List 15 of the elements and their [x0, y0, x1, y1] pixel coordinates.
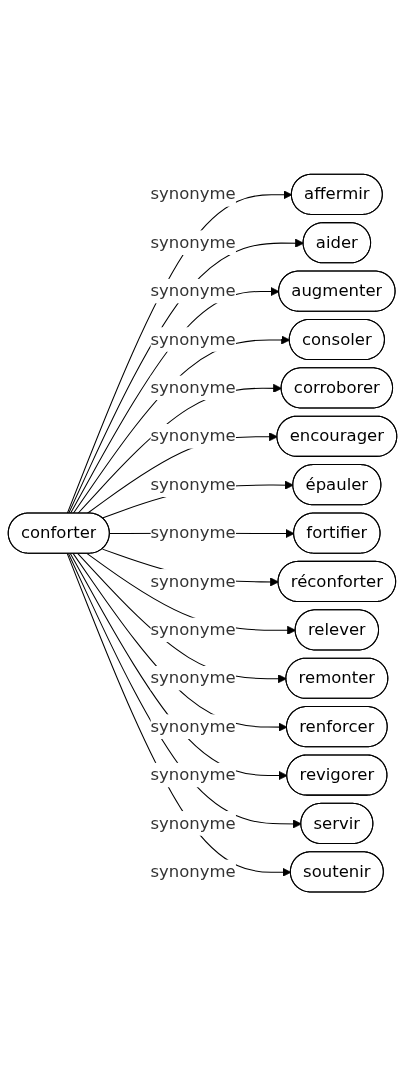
edge-label: synonyme [150, 329, 236, 350]
edge-label: synonyme [150, 668, 236, 688]
edge-label: synonyme [150, 813, 236, 834]
edge-label: synonyme [150, 232, 236, 253]
edge-label: synonyme [150, 765, 236, 785]
edge-label: synonyme [150, 378, 236, 398]
edge-label: synonyme [150, 523, 236, 543]
edge-label: synonyme [150, 619, 236, 640]
edge-label: synonyme [150, 861, 236, 882]
edge-label: synonyme [150, 281, 236, 301]
edge-label: synonyme [150, 716, 236, 737]
edge-label: synonyme [150, 571, 236, 592]
edge-label: synonyme [150, 426, 236, 446]
edge-label: synonyme [150, 184, 236, 204]
edge-label: synonyme [150, 474, 236, 495]
